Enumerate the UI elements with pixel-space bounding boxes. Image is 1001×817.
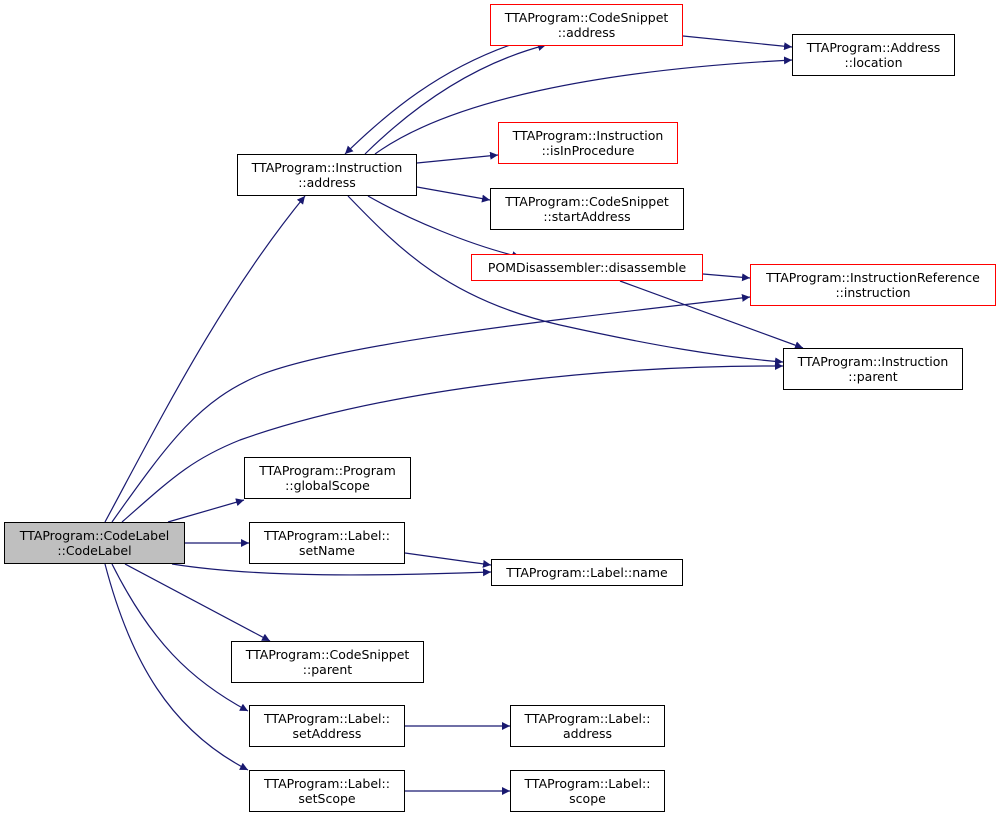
node-label-line1: TTAProgram::Program (259, 463, 396, 478)
node-label-line2: ::isInProcedure (541, 143, 635, 158)
edge-instruction-address-to-address-location (374, 56, 793, 155)
node-label-line1: TTAProgram::Label:: (524, 711, 651, 726)
edge-pomdisassembler-to-instructionreference (702, 273, 751, 282)
node-label-line2: setScope (298, 791, 356, 806)
node-pomdisassembler-disassemble[interactable]: POMDisassembler::disassemble (471, 254, 703, 281)
node-label-line2: setAddress (292, 726, 362, 741)
node-label-line1: TTAProgram::Label:: (264, 776, 390, 791)
node-label-line2: ::startAddress (543, 209, 631, 224)
node-label-setname[interactable]: TTAProgram::Label:: setName (249, 522, 405, 564)
edge-instruction-address-to-instruction-parent (347, 195, 784, 366)
edge-pomdisassembler-to-instruction-parent (619, 280, 804, 350)
node-instruction-parent[interactable]: TTAProgram::Instruction ::parent (783, 348, 963, 390)
node-codesnippet-parent[interactable]: TTAProgram::CodeSnippet ::parent (231, 641, 424, 683)
node-instruction-isinprocedure[interactable]: TTAProgram::Instruction ::isInProcedure (498, 122, 678, 164)
node-codesnippet-address[interactable]: TTAProgram::CodeSnippet ::address (490, 4, 683, 46)
edge-codelabel-to-label-name (171, 563, 492, 577)
node-label-name[interactable]: TTAProgram::Label::name (491, 559, 683, 586)
node-label-line2: ::address (298, 175, 356, 190)
node-label-setaddress[interactable]: TTAProgram::Label:: setAddress (249, 705, 405, 747)
node-program-globalscope[interactable]: TTAProgram::Program ::globalScope (244, 457, 411, 499)
node-label-line2: ::globalScope (285, 478, 370, 493)
node-label-setscope[interactable]: TTAProgram::Label:: setScope (249, 770, 405, 812)
node-label-line1: TTAProgram::CodeLabel (19, 528, 170, 543)
node-label-address[interactable]: TTAProgram::Label:: address (510, 705, 665, 747)
edge-codelabel-to-codesnippet-parent (124, 563, 271, 642)
edge-codesnippet-address-to-address-location (682, 35, 793, 51)
node-codesnippet-startaddress[interactable]: TTAProgram::CodeSnippet ::startAddress (490, 188, 684, 230)
node-label-line1: TTAProgram::CodeSnippet (504, 10, 669, 25)
edge-label-setname-to-label-name (404, 552, 492, 568)
node-label-line1: TTAProgram::Label:: (264, 711, 390, 726)
node-label-line1: TTAProgram::InstructionReference (766, 270, 980, 285)
node-label-line1: TTAProgram::Label:: (264, 528, 390, 543)
node-label-line2: scope (569, 791, 606, 806)
node-label-line1: TTAProgram::Label::name (506, 565, 668, 580)
node-label-line2: ::parent (302, 662, 353, 677)
node-address-location[interactable]: TTAProgram::Address ::location (792, 34, 955, 76)
edge-codelabel-to-instruction-address (104, 195, 306, 523)
node-label-line2: setName (299, 543, 355, 558)
node-label-line2: address (562, 726, 613, 741)
node-label-line2: ::address (557, 25, 616, 40)
edge-codelabel-to-instructionreference-instruction (111, 293, 751, 523)
node-label-scope[interactable]: TTAProgram::Label:: scope (510, 770, 665, 812)
node-instructionreference-instruction[interactable]: TTAProgram::InstructionReference ::instr… (750, 264, 996, 306)
node-label-line2: ::parent (848, 369, 898, 384)
node-label-line1: TTAProgram::Instruction (251, 160, 403, 175)
edge-codelabel-to-instruction-parent (121, 361, 784, 523)
node-label-line2: ::location (844, 55, 903, 70)
node-label-line1: TTAProgram::Instruction (797, 354, 949, 369)
node-label-line1: TTAProgram::CodeSnippet (245, 647, 410, 662)
node-label-line1: POMDisassembler::disassemble (487, 260, 687, 275)
edge-codelabel-to-program-globalscope (167, 498, 245, 523)
node-label-line1: TTAProgram::Address (806, 40, 941, 55)
node-label-line2: ::CodeLabel (57, 543, 132, 558)
node-label-line1: TTAProgram::Instruction (512, 128, 664, 143)
edge-instruction-address-to-pomdisassembler (367, 195, 521, 260)
edge-codesnippet-address-to-instruction-address (344, 44, 511, 155)
node-label-line1: TTAProgram::CodeSnippet (505, 194, 669, 209)
edge-codelabel-to-label-setaddress (111, 563, 249, 712)
edge-instruction-address-to-isinprocedure (416, 151, 499, 164)
edge-codelabel-to-label-setscope (104, 563, 249, 771)
node-codelabel-codelabel[interactable]: TTAProgram::CodeLabel ::CodeLabel (4, 522, 185, 564)
edge-instruction-address-to-startaddress (416, 186, 491, 203)
node-instruction-address[interactable]: TTAProgram::Instruction ::address (237, 154, 417, 196)
edge-instruction-address-to-codesnippet-address (364, 43, 547, 155)
node-label-line1: TTAProgram::Label:: (524, 776, 651, 791)
node-label-line2: ::instruction (835, 285, 911, 300)
